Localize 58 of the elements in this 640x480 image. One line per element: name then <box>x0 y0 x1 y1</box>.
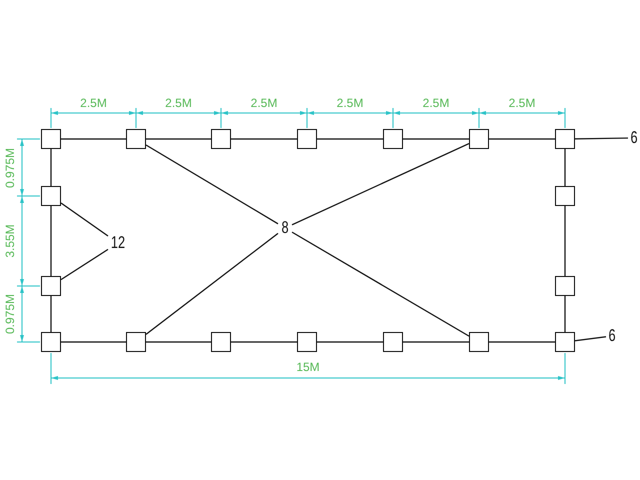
leader-line <box>60 202 108 236</box>
leader-line <box>574 336 606 342</box>
dimension-label: 2.5M <box>250 96 278 110</box>
post-square <box>555 276 575 296</box>
post-square <box>297 129 317 149</box>
post-square <box>41 129 61 149</box>
leader-line <box>292 143 470 226</box>
frame-line <box>564 296 566 332</box>
post-square <box>469 332 489 352</box>
dimension-label: 2.5M <box>165 96 192 110</box>
frame-line <box>50 149 52 186</box>
frame-line <box>231 138 297 140</box>
leader-line <box>60 248 108 280</box>
frame-line <box>403 138 469 140</box>
frame-line <box>231 341 297 343</box>
dimension-label: 2.5M <box>80 96 107 110</box>
frame-line <box>489 138 555 140</box>
frame-line <box>317 138 383 140</box>
post-square <box>555 129 575 149</box>
frame-line <box>489 341 555 343</box>
dimension-label: 2.5M <box>508 96 536 110</box>
post-square <box>555 332 575 352</box>
dimension-label: 3.55M <box>3 224 17 258</box>
frame-line <box>50 206 52 276</box>
frame-line <box>61 138 126 140</box>
dimension-label: 15M <box>296 360 320 374</box>
post-square <box>41 332 61 352</box>
post-square <box>211 332 231 352</box>
frame-line <box>146 341 211 343</box>
frame-line <box>564 149 566 186</box>
post-square <box>126 129 146 149</box>
post-square <box>41 186 61 206</box>
frame-line <box>50 296 52 332</box>
leader-line <box>146 144 278 224</box>
leader-line <box>292 232 470 337</box>
post-square <box>383 129 403 149</box>
dimension-label: 0.975M <box>3 294 17 334</box>
post-square <box>211 129 231 149</box>
callout-number: 8 <box>280 218 290 238</box>
frame-line <box>403 341 469 343</box>
frame-line <box>146 138 211 140</box>
dimension-label: 2.5M <box>336 96 364 110</box>
callout-number: 6 <box>608 326 616 346</box>
post-square <box>383 332 403 352</box>
frame-line <box>61 341 126 343</box>
frame-line <box>317 341 383 343</box>
post-square <box>297 332 317 352</box>
post-square <box>469 129 489 149</box>
callout-number: 6 <box>630 128 638 148</box>
dimension-label: 2.5M <box>422 96 450 110</box>
post-square <box>41 276 61 296</box>
leader-line <box>146 232 278 335</box>
frame-line <box>564 206 566 276</box>
callout-number: 12 <box>110 233 126 253</box>
dimension-label: 0.975M <box>3 147 17 188</box>
leader-line <box>575 137 628 140</box>
post-square <box>555 186 575 206</box>
post-square <box>126 332 146 352</box>
